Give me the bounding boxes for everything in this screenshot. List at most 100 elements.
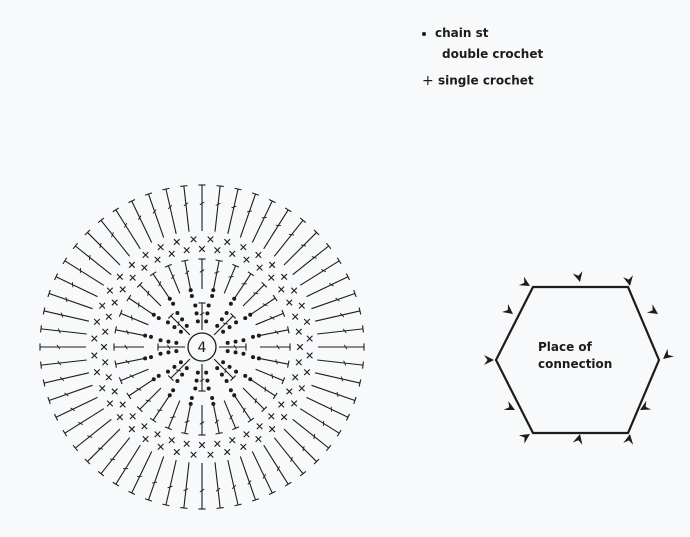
double-crochet-bar xyxy=(276,344,280,350)
connection-arrow-icon xyxy=(502,304,513,314)
chain-stitch xyxy=(204,370,209,375)
single-crochet-stitch xyxy=(106,400,114,407)
double-crochet-bar xyxy=(129,374,135,378)
double-crochet-top xyxy=(164,263,172,268)
chain-stitch xyxy=(178,360,183,365)
double-crochet-stitch xyxy=(233,394,252,421)
chain-stitch xyxy=(189,396,194,401)
chain-stitch xyxy=(189,293,194,298)
double-crochet-stitch xyxy=(249,378,276,397)
double-crochet-bar xyxy=(343,344,348,350)
chain-stitch xyxy=(243,316,248,321)
double-crochet-stitch xyxy=(239,456,257,501)
double-crochet-top xyxy=(345,273,351,281)
double-crochet-top xyxy=(230,312,237,319)
single-crochet-stitch xyxy=(268,413,275,420)
double-crochet-top xyxy=(84,229,91,236)
double-crochet-bar xyxy=(109,458,116,461)
double-crochet-bar xyxy=(214,419,220,424)
double-crochet-top xyxy=(215,259,223,262)
hexagon-label-line1: Place of xyxy=(538,340,592,354)
single-crochet-stitch xyxy=(280,413,288,421)
double-crochet-top xyxy=(118,309,123,317)
single-crochet-stitch xyxy=(102,328,109,335)
chain-stitch xyxy=(206,386,211,391)
double-crochet-bar xyxy=(222,322,229,325)
double-crochet-top xyxy=(272,392,278,400)
chain-stitch xyxy=(243,373,248,378)
double-crochet-top xyxy=(118,377,123,385)
double-crochet-stitch xyxy=(40,328,87,335)
double-crochet-top xyxy=(181,259,189,262)
double-crochet-stitch xyxy=(213,315,234,336)
double-crochet-top xyxy=(180,507,188,509)
double-crochet-bar xyxy=(158,281,162,287)
double-crochet-top xyxy=(299,470,307,477)
chain-stitch xyxy=(251,334,256,339)
single-crochet-stitch xyxy=(173,238,180,246)
single-crochet-stitch xyxy=(157,443,164,450)
double-crochet-top xyxy=(114,326,117,334)
chain-stitch xyxy=(158,338,163,343)
double-crochet-bar xyxy=(137,215,142,221)
single-crochet-stitch xyxy=(303,318,311,325)
double-crochet-top xyxy=(97,217,105,224)
double-crochet-stitch xyxy=(283,428,317,462)
double-crochet-stitch xyxy=(131,451,153,494)
chain-stitch xyxy=(180,372,185,377)
double-crochet-top xyxy=(234,187,242,191)
chain-stitch xyxy=(195,370,200,375)
double-crochet-bar xyxy=(199,269,205,273)
chain-stitch xyxy=(234,320,239,325)
chain-stitch xyxy=(221,360,226,365)
double-crochet-stitch xyxy=(299,408,340,434)
double-crochet-stitch xyxy=(213,358,234,379)
double-crochet-stitch xyxy=(314,310,361,322)
double-crochet-stitch xyxy=(273,220,304,257)
double-crochet-bar xyxy=(184,420,190,423)
connection-arrow-icon xyxy=(663,348,674,359)
double-crochet-bar xyxy=(215,202,221,206)
double-crochet-stitch xyxy=(115,444,141,485)
double-crochet-bar xyxy=(56,344,61,350)
chain-stitch xyxy=(227,325,232,330)
center-ring-label: 4 xyxy=(198,340,207,356)
double-crochet-top xyxy=(215,432,223,435)
single-crochet-stitch xyxy=(306,335,313,342)
double-crochet-top xyxy=(268,198,276,204)
chain-stitch xyxy=(227,364,232,369)
double-crochet-top xyxy=(53,413,59,421)
double-crochet-bar xyxy=(130,315,133,321)
chain-stitch xyxy=(204,319,209,324)
chain-stitch xyxy=(165,320,170,325)
double-crochet-stitch xyxy=(184,260,192,291)
double-crochet-stitch xyxy=(242,284,265,307)
double-crochet-top xyxy=(353,289,357,298)
double-crochet-top xyxy=(353,396,357,405)
double-crochet-bar xyxy=(184,270,190,275)
double-crochet-stitch xyxy=(100,220,131,257)
double-crochet-bar xyxy=(136,387,142,391)
chain-stitch xyxy=(194,311,199,316)
double-crochet-bar xyxy=(145,399,151,402)
chain-stitch xyxy=(175,310,180,315)
double-crochet-bar xyxy=(57,360,62,366)
single-crochet-stitch xyxy=(198,441,206,449)
double-crochet-top xyxy=(281,377,286,385)
double-crochet-bar xyxy=(214,271,220,274)
double-crochet-bar xyxy=(231,484,237,490)
double-crochet-bar xyxy=(335,297,340,302)
connection-arrow-icon xyxy=(572,271,583,282)
double-crochet-top xyxy=(126,294,132,302)
double-crochet-top xyxy=(181,432,189,435)
single-crochet-stitch xyxy=(183,440,190,447)
double-crochet-bar xyxy=(199,488,205,493)
double-crochet-stitch xyxy=(165,459,177,506)
double-crochet-stitch xyxy=(147,456,165,501)
single-crochet-stitch xyxy=(102,359,109,366)
connection-arrow-icon xyxy=(484,355,494,365)
double-crochet-top xyxy=(112,481,120,487)
double-crochet-bar xyxy=(215,487,221,492)
chain-stitch xyxy=(210,293,215,298)
double-crochet-stitch xyxy=(251,451,273,494)
